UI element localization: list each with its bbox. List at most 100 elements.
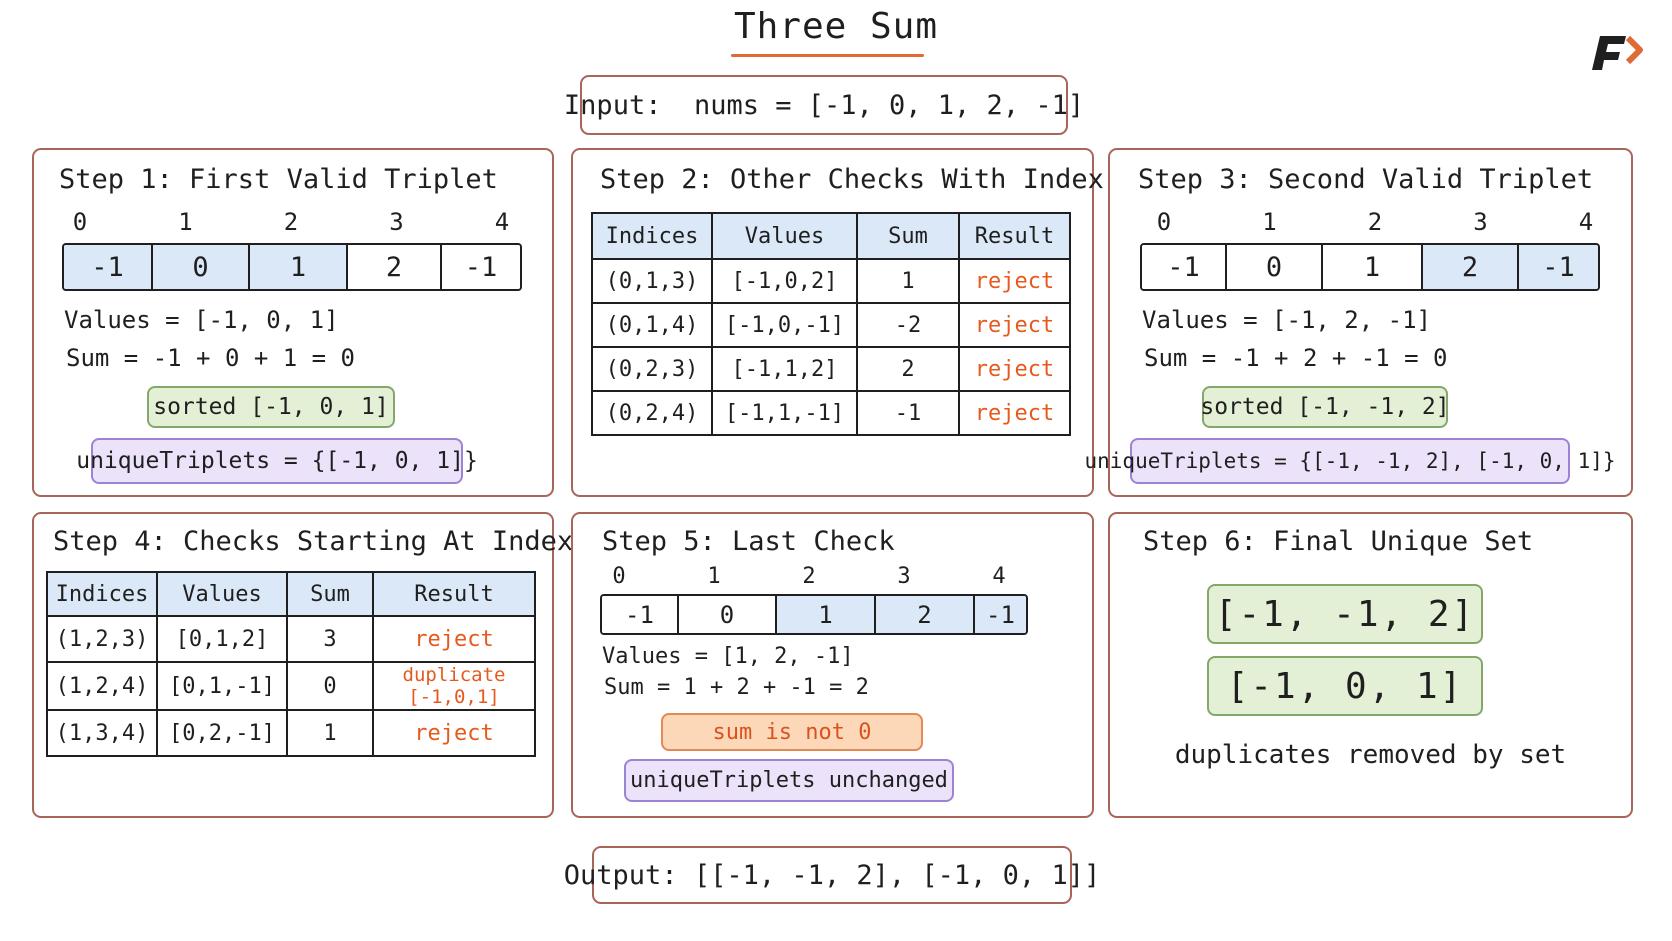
cell-result: reject	[372, 615, 536, 663]
step2-panel: Step 2: Other Checks With Index 0 Indice…	[571, 148, 1136, 497]
table-row: (0,1,3) [-1,0,2] 1 reject	[591, 258, 1071, 304]
col-header: Values	[156, 571, 288, 617]
cell-sum: 1	[286, 709, 374, 757]
index-label: 2	[802, 564, 816, 589]
table-row: (1,2,3) [0,1,2] 3 reject	[46, 615, 536, 663]
final-triplet-1: [-1, -1, 2]	[1207, 584, 1483, 644]
cell-indices: (1,2,3)	[46, 615, 158, 663]
step3-sum: Sum = -1 + 2 + -1 = 0	[1144, 344, 1448, 372]
step4-panel: Step 4: Checks Starting At Index 1 Indic…	[32, 512, 606, 818]
output-text: Output: [[-1, -1, 2], [-1, 0, 1]]	[563, 859, 1101, 891]
col-header: Values	[711, 212, 858, 260]
cell-result: reject	[958, 258, 1071, 304]
col-header: Sum	[286, 571, 374, 617]
col-header: Indices	[591, 212, 713, 260]
final-triplet-2: [-1, 0, 1]	[1207, 656, 1483, 716]
cell-result: reject	[372, 709, 536, 757]
cell-indices: (0,1,4)	[591, 302, 713, 348]
step1-unique-badge: uniqueTriplets = {[-1, 0, 1]}	[76, 438, 478, 484]
step3-unique-badge: uniqueTriplets = {[-1, -1, 2], [-1, 0, 1…	[1085, 438, 1616, 484]
step4-table: Indices Values Sum Result (1,2,3) [0,1,2…	[46, 571, 536, 757]
array-cell: 2	[874, 596, 973, 633]
col-header: Result	[958, 212, 1071, 260]
cell-sum: 1	[856, 258, 960, 304]
input-text: Input: nums = [-1, 0, 1, 2, -1]	[563, 89, 1085, 121]
table-row: (1,3,4) [0,2,-1] 1 reject	[46, 709, 536, 757]
cell-result: reject	[958, 346, 1071, 392]
array-cell: 1	[1321, 245, 1421, 289]
index-label: 3	[897, 564, 911, 589]
step5-sum: Sum = 1 + 2 + -1 = 2	[604, 675, 869, 700]
array-cell: 0	[1225, 245, 1321, 289]
index-label: 4	[1578, 208, 1594, 236]
cell-sum: 0	[286, 661, 374, 711]
cell-indices: (1,3,4)	[46, 709, 158, 757]
index-label: 1	[178, 208, 193, 236]
step6-note: duplicates removed by set	[1174, 740, 1567, 770]
array-cell: -1	[1517, 245, 1598, 289]
cell-values: [0,1,-1]	[156, 661, 288, 711]
table-row: (0,2,4) [-1,1,-1] -1 reject	[591, 390, 1071, 436]
array-cell: 0	[151, 245, 248, 289]
array-cell: 2	[1421, 245, 1517, 289]
index-label: 4	[494, 208, 510, 236]
array-cell: -1	[64, 245, 151, 289]
cell-sum: 2	[856, 346, 960, 392]
step5-array: -1 0 1 2 -1	[600, 594, 1028, 635]
col-header: Sum	[856, 212, 960, 260]
cell-indices: (0,2,4)	[591, 390, 713, 436]
step1-index-row: 0 1 2 3 4	[60, 208, 522, 236]
page-title: Three Sum	[733, 6, 939, 47]
step3-title: Step 3: Second Valid Triplet	[1138, 164, 1594, 195]
table-header-row: Indices Values Sum Result	[591, 212, 1071, 260]
array-cell: -1	[440, 245, 520, 289]
index-label: 3	[389, 208, 404, 236]
array-cell: 0	[677, 596, 775, 633]
table-row: (0,2,3) [-1,1,2] 2 reject	[591, 346, 1071, 392]
cell-sum: -2	[856, 302, 960, 348]
table-header-row: Indices Values Sum Result	[46, 571, 536, 617]
index-label: 0	[612, 564, 626, 589]
array-cell: -1	[973, 596, 1026, 633]
table-row: (0,1,4) [-1,0,-1] -2 reject	[591, 302, 1071, 348]
step1-array: -1 0 1 2 -1	[62, 243, 522, 291]
cell-indices: (0,1,3)	[591, 258, 713, 304]
index-label: 2	[283, 208, 299, 236]
cell-values: [0,2,-1]	[156, 709, 288, 757]
step3-sorted-badge: sorted [-1, -1, 2]	[1200, 386, 1450, 428]
input-box: Input: nums = [-1, 0, 1, 2, -1]	[564, 75, 1084, 135]
step5-unique-badge: uniqueTriplets unchanged	[624, 759, 954, 802]
step3-index-row: 0 1 2 3 4	[1144, 208, 1606, 236]
cell-indices: (1,2,4)	[46, 661, 158, 711]
array-cell: -1	[1142, 245, 1225, 289]
step5-status-badge: sum is not 0	[661, 713, 923, 751]
cell-result: duplicate [-1,0,1]	[372, 661, 536, 711]
title-underline	[731, 54, 924, 57]
table-row: (1,2,4) [0,1,-1] 0 duplicate [-1,0,1]	[46, 661, 536, 711]
array-cell: -1	[602, 596, 677, 633]
col-header: Result	[372, 571, 536, 617]
array-cell: 1	[775, 596, 874, 633]
output-box: Output: [[-1, -1, 2], [-1, 0, 1]]	[564, 846, 1100, 904]
step1-panel: Step 1: First Valid Triplet 0 1 2 3 4 -1…	[32, 148, 554, 497]
index-label: 4	[992, 564, 1006, 589]
cell-values: [-1,0,2]	[711, 258, 858, 304]
index-label: 3	[1473, 208, 1488, 236]
index-label: 2	[1367, 208, 1383, 236]
cell-values: [0,1,2]	[156, 615, 288, 663]
cell-result: reject	[958, 302, 1071, 348]
cell-sum: -1	[856, 390, 960, 436]
step1-title: Step 1: First Valid Triplet	[59, 164, 498, 195]
step5-title: Step 5: Last Check	[602, 526, 895, 557]
cell-values: [-1,1,-1]	[711, 390, 858, 436]
cell-sum: 3	[286, 615, 374, 663]
step5-index-row: 0 1 2 3 4	[599, 564, 1019, 589]
step3-array: -1 0 1 2 -1	[1140, 243, 1600, 291]
index-label: 0	[72, 208, 88, 236]
step3-values: Values = [-1, 2, -1]	[1142, 306, 1431, 334]
step4-title: Step 4: Checks Starting At Index 1	[53, 526, 606, 557]
step5-values: Values = [1, 2, -1]	[602, 644, 854, 669]
index-label: 1	[1262, 208, 1277, 236]
array-cell: 1	[248, 245, 346, 289]
brand-logo-icon	[1592, 35, 1643, 70]
